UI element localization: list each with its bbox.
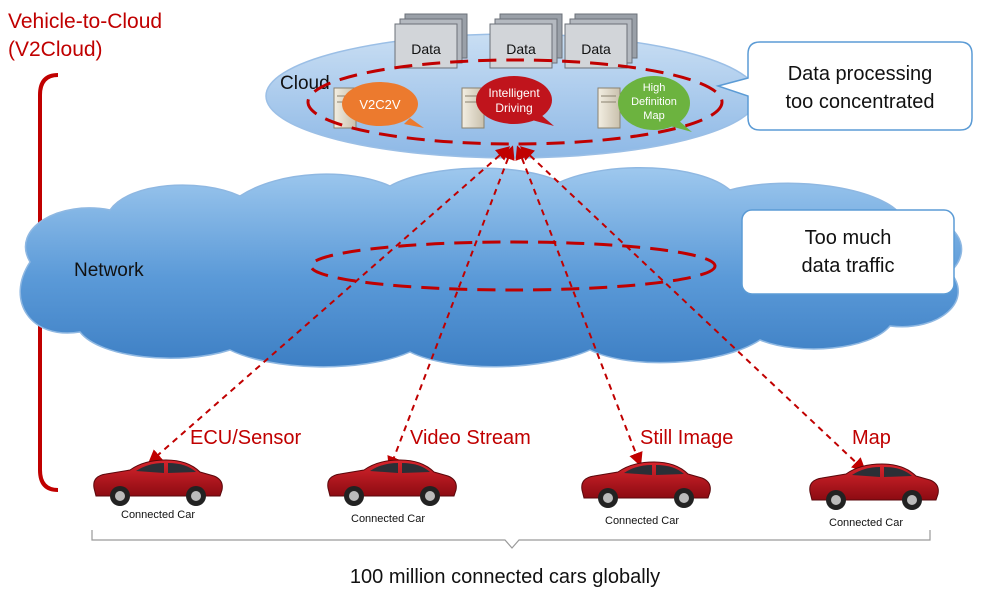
data-doc-label: Data xyxy=(506,41,536,57)
car-label: Connected Car xyxy=(829,517,903,529)
footer-caption: 100 million connected cars globally xyxy=(350,566,660,588)
service-hd-map: High Definition Map xyxy=(597,76,692,132)
service-bubble xyxy=(618,76,690,130)
service-label: Intelligent xyxy=(488,86,540,100)
flow-arrow-video xyxy=(387,145,515,471)
cloud-label: Cloud xyxy=(280,73,330,94)
connected-car-icon xyxy=(809,463,939,510)
service-bubble xyxy=(342,82,418,126)
callout-traffic-line-1: Too much xyxy=(805,227,892,249)
service-label: High xyxy=(643,82,666,94)
network-label: Network xyxy=(74,260,144,281)
connected-car-icon xyxy=(93,459,223,506)
service-intelligent-driving: Intelligent Driving xyxy=(461,76,554,129)
callout-traffic-line-2: data traffic xyxy=(801,255,894,277)
service-label: Map xyxy=(643,110,664,122)
cars-group-brace xyxy=(91,530,931,549)
title-line-1: Vehicle-to-Cloud xyxy=(8,10,162,33)
car-label: Connected Car xyxy=(605,515,679,527)
service-label: V2C2V xyxy=(359,97,401,112)
callout-processing-line-2: too concentrated xyxy=(786,91,935,113)
service-label: Definition xyxy=(631,96,677,108)
car-label: Connected Car xyxy=(121,509,195,521)
data-doc-label: Data xyxy=(581,41,611,57)
data-doc-label: Data xyxy=(411,41,441,57)
flow-arrow-map xyxy=(519,146,867,472)
callout-traffic: Too much data traffic xyxy=(741,209,955,295)
callout-processing-line-1: Data processing xyxy=(788,63,933,85)
connected-car-icon xyxy=(327,459,457,506)
flow-label-map: Map xyxy=(852,427,891,449)
flow-label-ecu-sensor: ECU/Sensor xyxy=(190,427,301,449)
car-label: Connected Car xyxy=(351,513,425,525)
connected-car-icon xyxy=(581,461,711,508)
service-v2c2v: V2C2V xyxy=(333,82,424,129)
flow-label-video-stream: Video Stream xyxy=(410,427,531,449)
flow-arrows xyxy=(147,145,867,472)
service-bubble xyxy=(476,76,552,124)
car-row: Connected Car Connected Car Connected Ca… xyxy=(93,459,939,529)
title-line-2: (V2Cloud) xyxy=(8,38,103,61)
processing-highlight-ellipse xyxy=(306,58,724,146)
callout-processing: Data processing too concentrated xyxy=(715,41,973,131)
data-doc-stack: Data Data Data xyxy=(394,13,638,69)
service-label: Driving xyxy=(495,101,532,115)
flow-label-still-image: Still Image xyxy=(640,427,733,449)
